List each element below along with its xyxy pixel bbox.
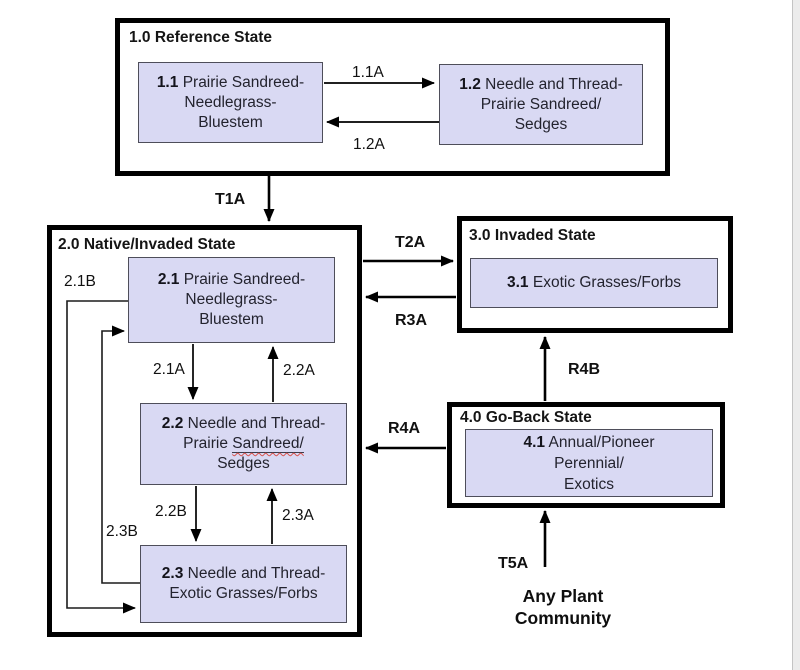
community-box-3-1: 3.1 Exotic Grasses/Forbs [470,258,718,308]
any-plant-line: Any Plant [522,586,604,606]
community-text-misspelled: Sandreed/ [232,435,304,453]
pathway-label-1-1a: 1.1A [352,64,384,81]
pathway-label-2-1b: 2.1B [64,273,96,290]
community-text: Needle and Thread- [187,415,326,432]
community-number: 2.2 [161,415,184,432]
community-box-4-1: 4.1 Annual/Pioneer Perennial/ Exotics [465,429,713,497]
pathway-label-2-2a: 2.2A [283,362,315,379]
community-number: 2.3 [161,565,184,582]
pathway-label-2-2b: 2.2B [155,503,187,520]
community-line: Community [514,608,612,628]
community-box-2-1: 2.1 Prairie Sandreed- Needlegrass- Blues… [128,257,335,343]
community-text: Bluestem [199,311,264,328]
community-text: Needlegrass- [184,93,277,111]
transition-label-r4b: R4B [568,361,601,378]
community-text: Sedges [217,455,270,472]
community-box-2-3: 2.3 Needle and Thread- Exotic Grasses/Fo… [140,545,347,623]
community-text: Annual/Pioneer [548,433,655,451]
community-text: Exotic Grasses/Forbs [169,585,318,602]
community-text: Sedges [514,115,568,133]
transition-label-r3a: R3A [395,312,428,329]
transition-label-r4a: R4A [388,420,421,437]
transition-label-t5a: T5A [498,555,529,572]
community-text: Prairie Sandreed- [182,73,305,91]
community-number: 4.1 [523,433,546,451]
community-number: 2.1 [157,271,180,288]
state-title-invaded: 3.0 Invaded State [469,227,596,244]
community-text: Perennial/ [554,454,624,472]
community-text: Needle and Thread- [187,565,326,582]
state-title-native-invaded: 2.0 Native/Invaded State [58,236,236,253]
state-title-go-back: 4.0 Go-Back State [460,409,592,426]
community-text: Prairie Sandreed- [183,271,306,288]
scrollbar-track[interactable] [792,0,800,670]
any-plant-community-label: Any Plant Community [478,585,648,629]
pathway-label-1-2a: 1.2A [353,136,385,153]
transition-label-t1a: T1A [215,191,246,208]
community-text: Prairie Sandreed/ [480,95,602,113]
community-text: Prairie [183,435,233,452]
community-text: Exotics [564,475,614,493]
community-box-1-1: 1.1 Prairie Sandreed- Needlegrass- Blues… [138,62,323,143]
pathway-label-2-3b: 2.3B [106,523,138,540]
community-text: Needle and Thread- [485,75,623,93]
community-number: 3.1 [506,274,529,291]
community-text: Needlegrass- [185,291,278,308]
pathway-label-2-1a: 2.1A [153,361,185,378]
community-text: Exotic Grasses/Forbs [532,274,682,291]
community-box-2-2: 2.2 Needle and Thread- Prairie Sandreed/… [140,403,347,485]
transition-label-t2a: T2A [395,234,426,251]
community-box-1-2: 1.2 Needle and Thread- Prairie Sandreed/… [439,64,643,145]
state-title-reference: 1.0 Reference State [129,29,273,46]
pathway-label-2-3a: 2.3A [282,507,314,524]
community-number: 1.1 [156,73,179,91]
community-text: Bluestem [198,113,263,131]
community-number: 1.2 [459,75,481,93]
